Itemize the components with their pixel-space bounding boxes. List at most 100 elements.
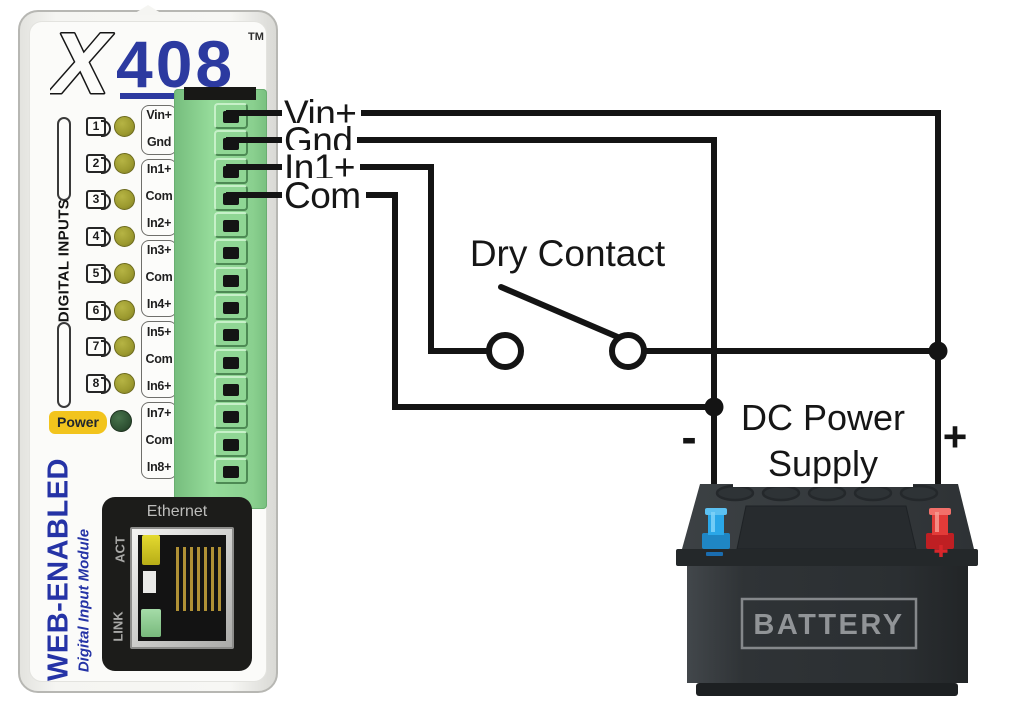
- terminal-hole: [223, 111, 239, 123]
- dc-power-supply-label: DC Power Supply: [733, 395, 913, 487]
- switch-contact-left: [486, 332, 524, 370]
- terminal-cell: [214, 266, 248, 293]
- terminal-cell: [214, 375, 248, 402]
- terminal-cells: [214, 103, 248, 484]
- battery-body: [687, 566, 968, 683]
- input-row: 6: [86, 299, 136, 321]
- terminal-label: Com: [145, 351, 173, 366]
- supply-positive-sign: +: [942, 413, 968, 460]
- input-row: 4: [86, 226, 136, 248]
- battery-label-frame: [740, 597, 918, 650]
- battery: BATTERY: [676, 484, 978, 696]
- input-number-box: 1: [86, 117, 111, 137]
- x408-module: X 408 TM DIGITAL INPUTS 1 2 3 4: [18, 5, 278, 693]
- junction-positive: [928, 341, 948, 361]
- terminal-cell: [214, 184, 248, 211]
- terminal-hole: [223, 438, 239, 451]
- battery-label: BATTERY: [753, 609, 904, 641]
- wire-com: [226, 192, 714, 410]
- battery-positive-terminal: [926, 508, 954, 557]
- act-led: [142, 535, 160, 565]
- input-row: 3: [86, 189, 136, 211]
- terminal-hole: [223, 302, 239, 315]
- junction-negative: [704, 397, 724, 417]
- input-led: [114, 189, 135, 211]
- terminal-cell: [214, 321, 248, 348]
- input-number-box: 4: [86, 227, 111, 248]
- terminal-label: Com: [145, 189, 173, 204]
- terminal-block-top-strip: [184, 87, 256, 100]
- dry-contact-label: Dry Contact: [469, 233, 666, 274]
- trademark-mark: TM: [248, 31, 264, 43]
- rj45-jack: [130, 527, 234, 649]
- terminal-cell: [214, 157, 248, 184]
- input-led: [114, 262, 135, 284]
- battery-lid: [682, 484, 974, 549]
- terminal-label: Com: [145, 432, 173, 447]
- switch-contact-right: [609, 332, 647, 370]
- jack-detail: [143, 571, 156, 593]
- supply-negative-sign: -: [681, 411, 697, 463]
- terminal-label: In4+: [146, 297, 172, 312]
- terminal-cell: [214, 294, 248, 321]
- wire-label: Com: [282, 177, 366, 214]
- terminal-hole: [223, 465, 239, 478]
- input-number-box: 3: [86, 190, 111, 211]
- terminal-cell: [214, 348, 248, 375]
- input-row: 7: [86, 336, 136, 358]
- rj45-step: [190, 611, 222, 637]
- act-label: ACT: [112, 536, 128, 563]
- terminal-label: In5+: [146, 324, 172, 339]
- terminal-cell: [214, 103, 248, 129]
- link-label: LINK: [110, 611, 126, 642]
- input-led: [114, 226, 135, 248]
- input-row: 1: [86, 116, 136, 137]
- input-led: [114, 116, 135, 137]
- terminal-label: In6+: [146, 378, 172, 393]
- power-label: Power: [49, 411, 107, 434]
- inputs-bracket-bottom: [57, 322, 71, 408]
- terminal-hole: [223, 192, 239, 205]
- power-led: [110, 410, 132, 432]
- input-number-box: 2: [86, 153, 111, 174]
- input-led: [114, 336, 135, 358]
- terminal-label: In3+: [146, 243, 172, 258]
- battery-negative-terminal: [702, 508, 730, 556]
- logo-x: X: [50, 24, 114, 108]
- digital-inputs-label: DIGITAL INPUTS: [55, 198, 73, 323]
- positive-mark: [934, 545, 948, 557]
- terminal-label: In7+: [146, 405, 172, 420]
- terminal-label: In1+: [146, 162, 172, 177]
- input-led: [114, 372, 135, 394]
- case-notch: [132, 5, 164, 15]
- terminal-hole: [223, 329, 239, 342]
- terminal-hole: [223, 356, 239, 369]
- input-number-box: 6: [86, 300, 111, 321]
- web-enabled-label: WEB-ENABLED: [42, 458, 75, 681]
- link-led: [141, 609, 161, 637]
- input-led: [114, 299, 135, 321]
- input-row: 2: [86, 152, 136, 174]
- battery-lid-lip: [676, 549, 978, 566]
- negative-mark: [706, 552, 723, 556]
- terminal-cell: [214, 457, 248, 484]
- input-row: 8: [86, 372, 136, 394]
- terminal-label: Gnd: [146, 135, 172, 150]
- terminal-hole: [223, 274, 239, 287]
- terminal-cell: [214, 430, 248, 457]
- terminal-cell: [214, 403, 248, 430]
- input-number-box: 5: [86, 263, 111, 284]
- terminal-hole: [223, 383, 239, 396]
- dry-contact-switch: [486, 284, 647, 370]
- terminal-cell: [214, 239, 248, 266]
- rj45-pins: [174, 547, 222, 611]
- ethernet-block: Ethernet ACT LINK: [102, 497, 252, 671]
- input-number-box: 7: [86, 337, 111, 358]
- terminal-hole: [223, 411, 239, 424]
- switch-lever: [498, 284, 623, 341]
- terminal-cell: [214, 130, 248, 157]
- terminal-label: Com: [145, 270, 173, 285]
- terminal-hole: [223, 165, 239, 178]
